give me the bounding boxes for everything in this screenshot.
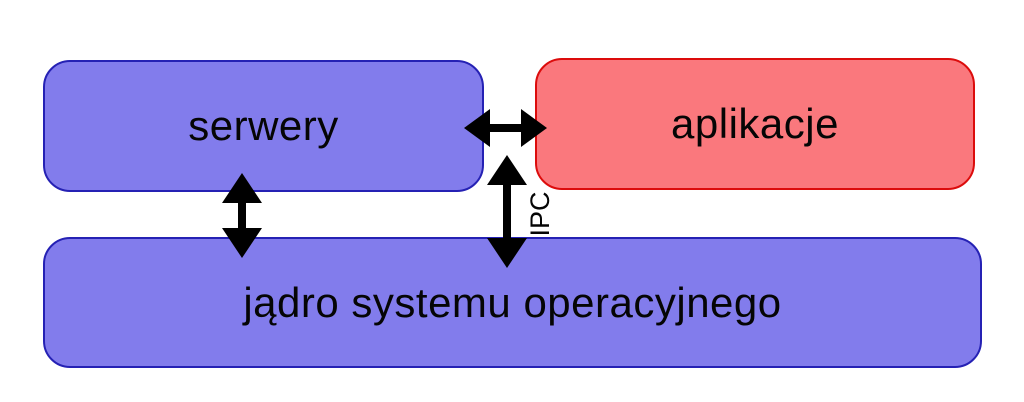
serwery-box: serwery [43,60,484,192]
kernel-box: jądro systemu operacyjnego [43,237,982,368]
aplikacje-label: aplikacje [671,100,839,147]
serwery-label: serwery [188,102,339,149]
ipc-arrow-label: IPC [525,191,555,237]
kernel-label: jądro systemu operacyjnego [243,278,782,326]
aplikacje-box: aplikacje [535,58,975,190]
